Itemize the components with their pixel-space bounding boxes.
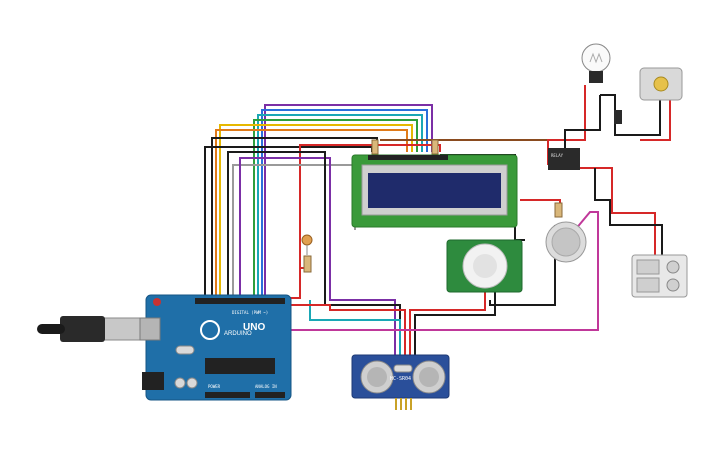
wire-gas-magenta [285, 211, 599, 331]
light-bulb[interactable] [581, 43, 611, 83]
arduino-model-label: UNO [243, 322, 265, 333]
sonar-receiver-mesh [419, 367, 439, 387]
gas-sensor[interactable] [545, 202, 587, 263]
wire-motor-red [640, 100, 671, 141]
sonar-pin-gnd [410, 398, 412, 410]
battery-cell-2 [636, 277, 660, 293]
bulb-base [589, 71, 603, 83]
arduino-brand-label: ARDUINO [224, 331, 252, 337]
sonar-crystal [393, 364, 413, 373]
wire-lcd-purple [264, 104, 433, 298]
wire-lcd-black-3 [227, 151, 401, 355]
gas-sensor-resistor [554, 202, 563, 218]
slide-switch[interactable] [614, 110, 622, 124]
bulb-filament-icon [589, 52, 603, 64]
relay-label: RELAY [551, 153, 564, 158]
sonar-pin-vcc [395, 398, 397, 410]
wire-pir-red [409, 290, 486, 355]
resistor-lcd-1 [371, 139, 379, 155]
usb-cable [37, 316, 149, 342]
motor-shaft-icon [653, 76, 669, 92]
sonar-pin-echo [405, 398, 407, 410]
arduino-usb-port [139, 317, 161, 341]
ldr-resistor [303, 255, 312, 273]
wire-gas-red [520, 199, 561, 210]
arduino-analog-header-label: ANALOG IN [255, 384, 277, 389]
battery-terminal-1 [666, 260, 680, 274]
sonar-pins [395, 398, 412, 410]
switch-body [614, 110, 622, 124]
pir-dome-inner [473, 254, 497, 278]
wire-relay-power-red [575, 167, 656, 295]
wire-relay-black [564, 95, 601, 150]
wire-gas-black [489, 225, 556, 306]
arduino-logo-icon [200, 320, 220, 340]
arduino-reset-button [153, 298, 161, 306]
arduino-power-header [205, 392, 250, 398]
wire-pir-black [414, 290, 496, 355]
arduino-capacitor-2 [186, 377, 198, 389]
pir-sensor[interactable] [446, 239, 523, 293]
lcd-screen [368, 173, 501, 208]
arduino-analog-header [255, 392, 285, 398]
wire-sonar-red [285, 304, 406, 355]
wire-lcd-yellow [219, 124, 413, 298]
sonar-model-label: HC-SR04 [390, 376, 411, 382]
arduino-digital-header-label: DIGITAL (PWM ~) [232, 310, 268, 315]
photoresistor[interactable] [301, 234, 313, 273]
wire-lcd-blue [261, 109, 428, 298]
arduino-capacitor-1 [174, 377, 186, 389]
lcd-pin-header [368, 155, 448, 160]
wire-lcd-green [253, 119, 418, 298]
ldr-head [301, 234, 313, 246]
bulb-glass [581, 43, 611, 73]
wire-lcd-teal [257, 114, 423, 298]
wire-ldr-teal [309, 300, 401, 355]
usb-plug-body [60, 316, 105, 342]
lcd-resistors [371, 139, 439, 155]
battery-pack[interactable] [631, 254, 688, 298]
arduino-chip [205, 358, 275, 374]
arduino-uno[interactable]: ARDUINO UNO DIGITAL (PWM ~) POWER ANALOG… [139, 294, 292, 401]
wire-bulb-motor [600, 94, 661, 136]
lcd-16x2[interactable] [351, 154, 518, 228]
wire-lcd-black-2 [204, 146, 373, 298]
relay-module[interactable]: RELAY [548, 148, 580, 170]
sonar-transmitter-mesh [367, 367, 387, 387]
arduino-crystal [175, 345, 195, 355]
wire-lcd-gray [232, 164, 356, 298]
arduino-power-header-label: POWER [208, 384, 221, 389]
gas-sensor-mesh [551, 227, 581, 257]
arduino-digital-header [195, 298, 285, 304]
resistor-lcd-2 [431, 139, 439, 155]
dc-motor[interactable] [639, 67, 683, 101]
arduino-power-jack [142, 372, 164, 390]
ultrasonic-sensor[interactable]: HC-SR04 [351, 354, 450, 410]
battery-terminal-2 [666, 278, 680, 292]
battery-cell-1 [636, 259, 660, 275]
wire-ldr-red [292, 267, 306, 299]
sonar-pin-trig [400, 398, 402, 410]
wire-relay-power-black [594, 168, 663, 295]
relay-body [548, 148, 580, 170]
